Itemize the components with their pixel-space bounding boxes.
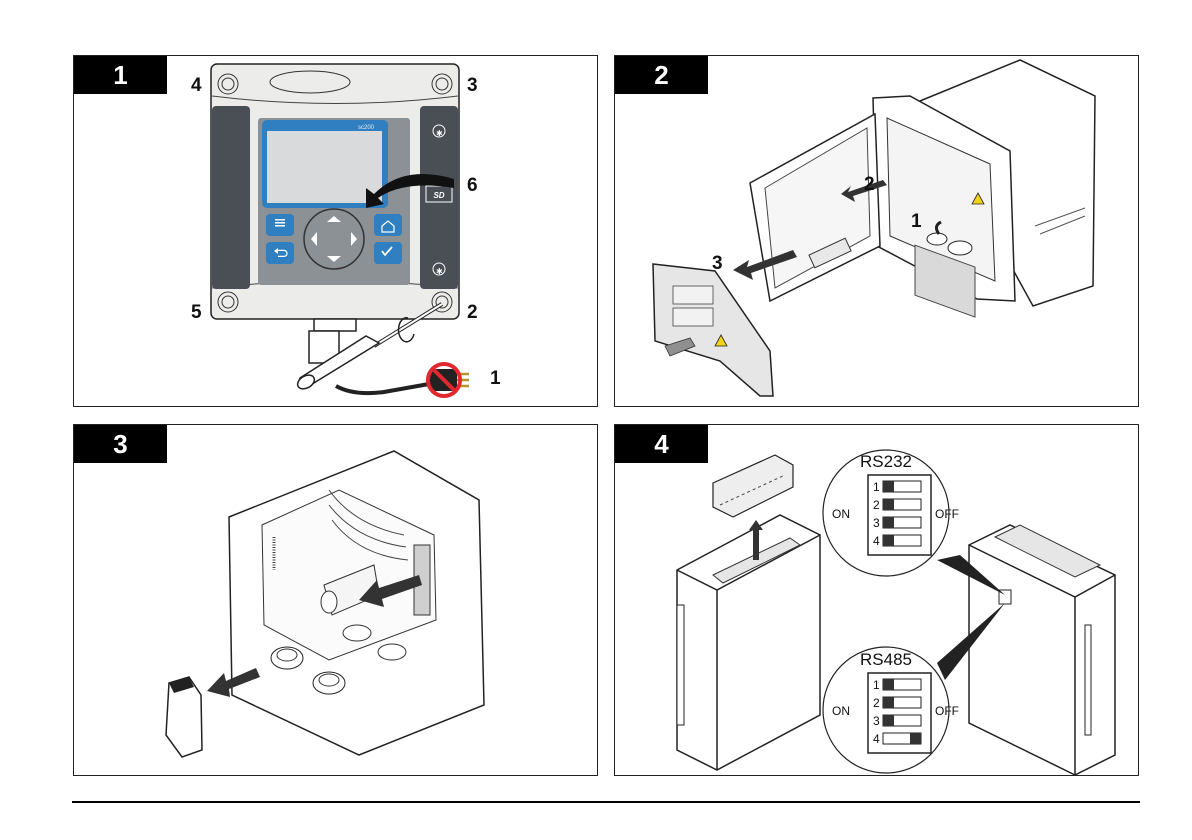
callout-6: 6: [467, 175, 478, 196]
rs485-title: RS485: [860, 650, 912, 669]
callout-2: 2: [864, 174, 875, 195]
switch-knob-on: [883, 499, 894, 510]
switch-knob-on: [883, 517, 894, 528]
callout-3: 3: [467, 75, 478, 96]
screw-icon: ✱: [436, 267, 443, 276]
step-2-panel: 2 2 1 3: [614, 55, 1139, 407]
callout-4: 4: [191, 75, 202, 96]
rs485-off-label: OFF: [935, 704, 959, 718]
display-screen: [267, 131, 382, 203]
screw-icon: ✱: [436, 129, 443, 138]
switch-number: 3: [873, 714, 880, 728]
step-3-panel: 3: [73, 424, 598, 776]
logo-window: [270, 71, 350, 93]
rs232-off-label: OFF: [935, 507, 959, 521]
switch-knob-on: [883, 481, 894, 492]
callout-1: 1: [911, 211, 922, 232]
home-button: [374, 214, 402, 236]
switch-number: 1: [873, 480, 880, 494]
switch-number: 2: [873, 696, 880, 710]
model-label: sc200: [358, 125, 375, 131]
switch-number: 4: [873, 732, 880, 746]
callout-5: 5: [191, 302, 202, 323]
step-4-badge: 4: [615, 425, 708, 463]
switch-knob-on: [883, 715, 894, 726]
svg-text:SD: SD: [433, 191, 444, 200]
step-4-illustration: RS232 ON OFF 1 2 3 4 RS485 ON OFF 1 2 3 4: [615, 425, 1139, 776]
step-2-badge: 2: [615, 56, 708, 94]
switch-knob-on: [883, 679, 894, 690]
left-module: [677, 515, 820, 770]
no-power-plug-icon: [428, 364, 469, 396]
rs485-on-label: ON: [832, 704, 850, 718]
step-1-badge: 1: [74, 56, 167, 94]
switch-number: 4: [873, 534, 880, 548]
step-1-panel: 1 sc200: [73, 55, 598, 407]
callout-1: 1: [490, 368, 501, 389]
rs232-dip-magnifier: RS232 ON OFF 1 2 3 4: [823, 450, 959, 576]
back-button: [266, 242, 294, 264]
step-2-illustration: 2 1 3: [615, 56, 1139, 407]
callout-2: 2: [467, 302, 478, 323]
switch-knob-off: [910, 733, 921, 744]
switch-knob-on: [883, 535, 894, 546]
rs232-on-label: ON: [832, 507, 850, 521]
callout-3: 3: [712, 253, 723, 274]
switch-number: 1: [873, 678, 880, 692]
rs232-title: RS232: [860, 452, 912, 471]
step-3-badge: 3: [74, 425, 167, 463]
step-3-illustration: [74, 425, 598, 776]
left-side-panel: [212, 106, 250, 289]
switch-number: 2: [873, 498, 880, 512]
enter-button: [374, 242, 402, 264]
switch-knob-on: [883, 697, 894, 708]
switch-number: 3: [873, 516, 880, 530]
step-1-illustration: sc200 ✱ ✱: [74, 56, 598, 407]
step-4-panel: 4 RS232 ON OFF 1 2 3 4: [614, 424, 1139, 776]
terminal-plug: [713, 455, 793, 517]
footer-rule: [72, 801, 1140, 803]
